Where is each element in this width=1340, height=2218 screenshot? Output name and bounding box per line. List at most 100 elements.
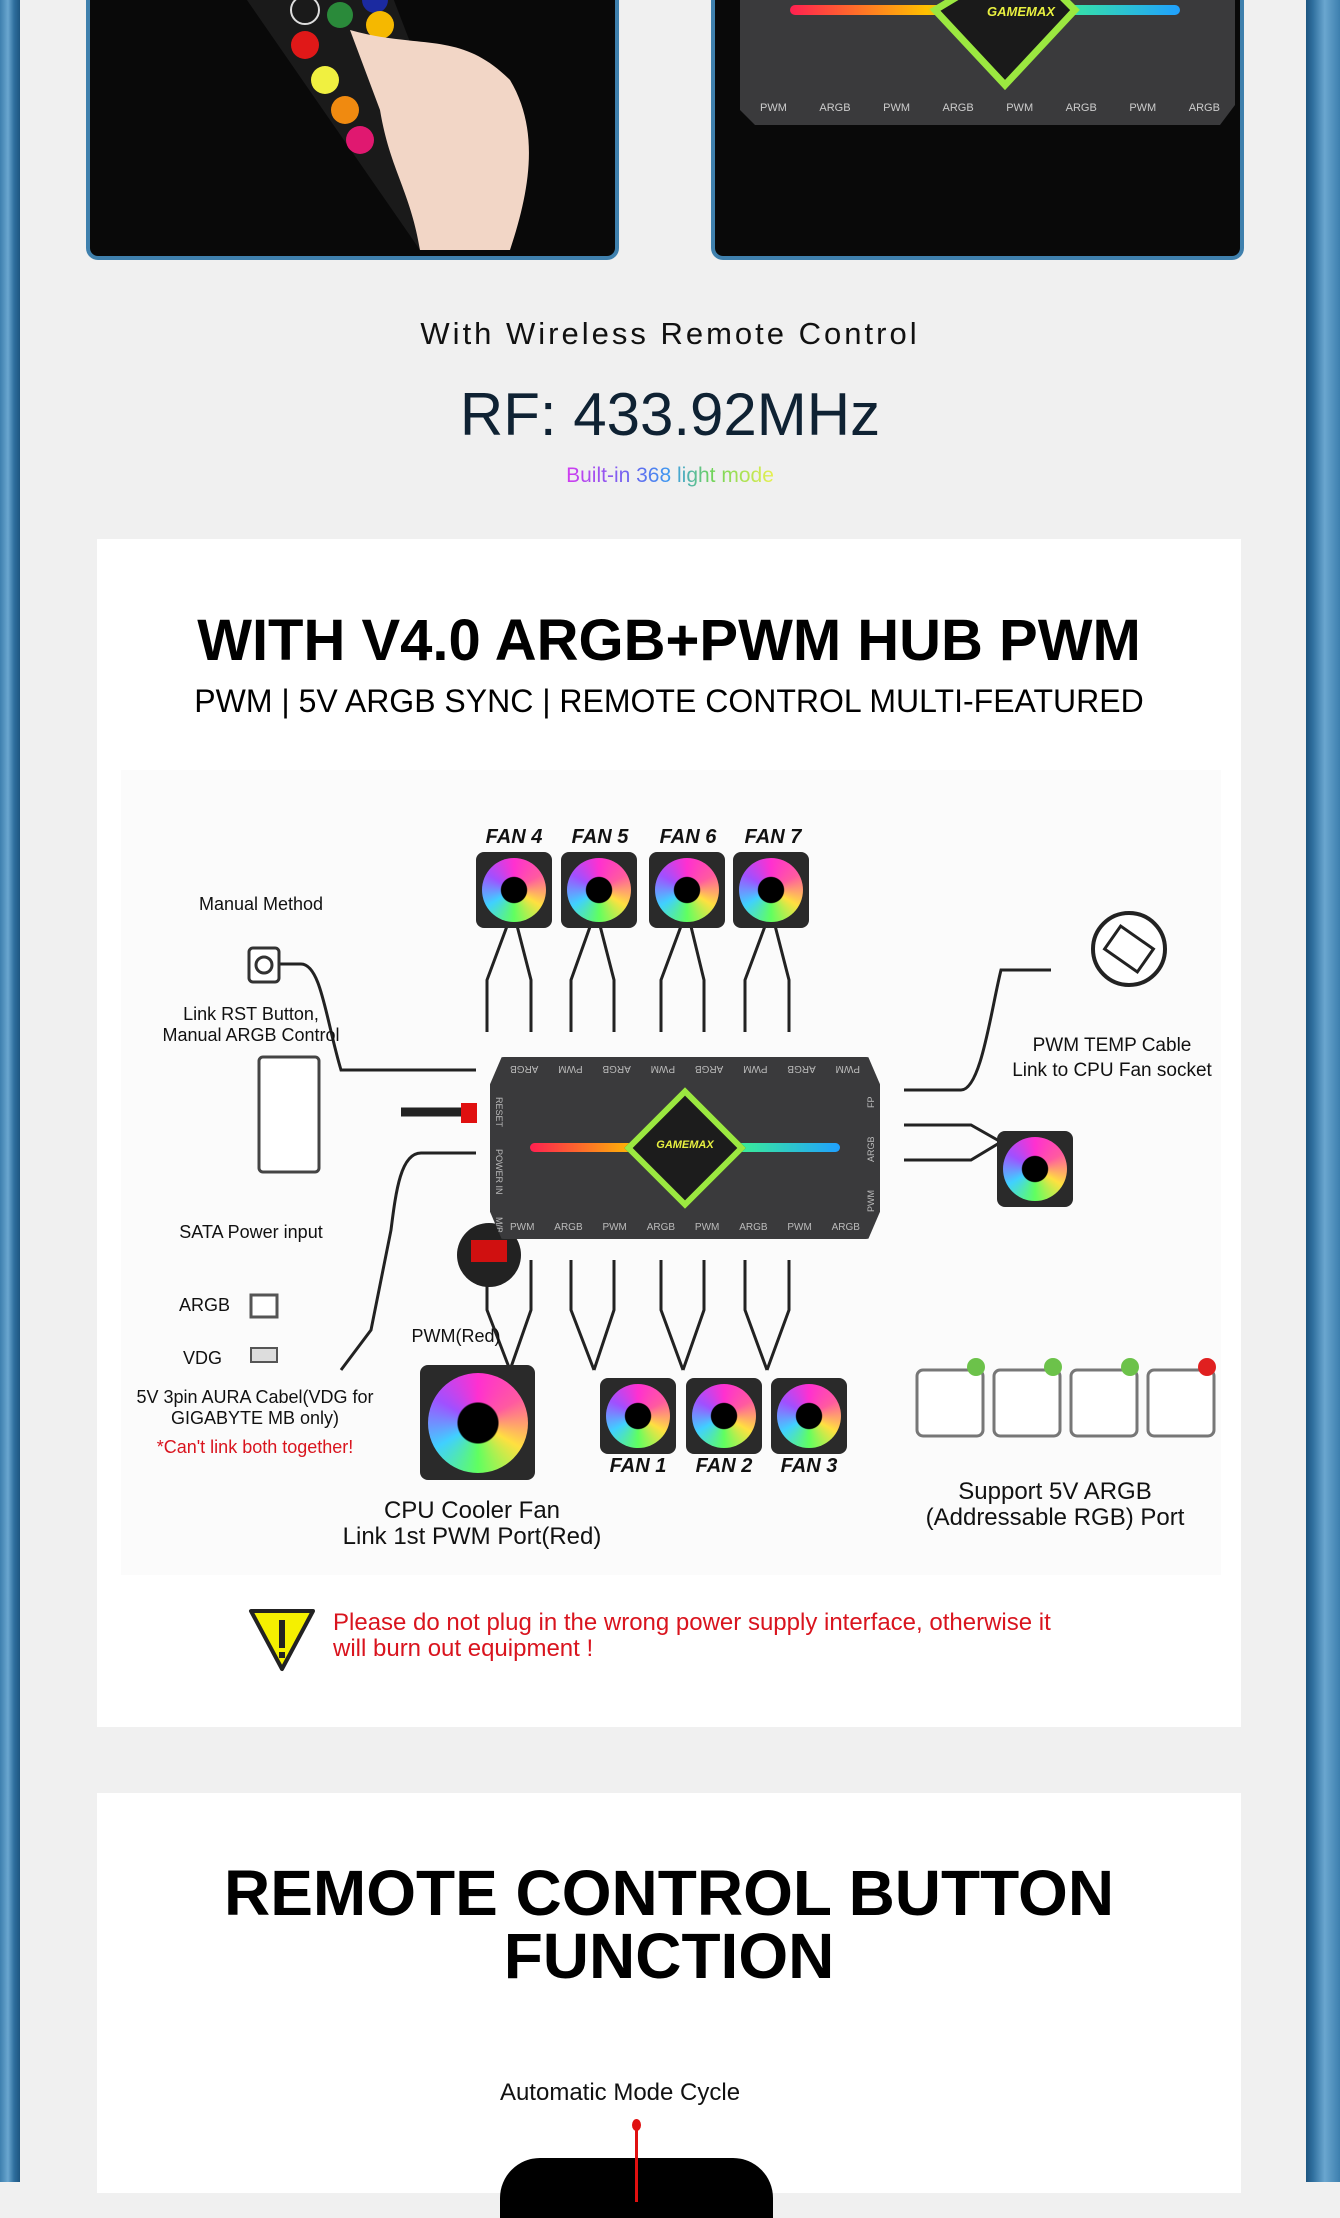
fan-5-label: FAN 5 (571, 826, 629, 848)
hub-top-ports: PWM ARGB PWM ARGB PWM ARGB PWM ARGB (510, 1063, 860, 1074)
port-label: ARGB (1188, 102, 1220, 114)
cant-link-warning: *Can't link both together! (156, 1437, 354, 1457)
hub-brand-logo: GAMEMAX (987, 4, 1056, 19)
port-label: PWM (602, 1222, 627, 1233)
hub-right-ports: PWM ARGB FP (866, 1097, 876, 1212)
rst-label-2: Manual ARGB Control (162, 1025, 340, 1045)
port-label: POWER IN (494, 1149, 504, 1195)
port-label: ARGB (819, 102, 851, 114)
hub-photo-card: GAMEMAX PWM ARGB PWM ARGB PWM ARGB PWM ARGB (711, 0, 1244, 260)
port-label: PWM (760, 102, 787, 114)
port-label: PWM (694, 1222, 720, 1233)
fan-4-label: FAN 4 (485, 826, 543, 848)
hub-section-title: WITH V4.0 ARGB+PWM HUB PWM (197, 608, 1141, 673)
hub-left-ports: RESET POWER IN M/B (494, 1097, 504, 1233)
warning-line-1: Please do not plug in the wrong power su… (333, 1609, 1051, 1636)
remote-section-panel: REMOTE CONTROL BUTTON FUNCTION Automatic… (97, 1793, 1241, 2218)
rst-label-1: Link RST Button, (183, 1004, 319, 1024)
cpu-fan-socket-icon (1091, 911, 1167, 987)
warning-line-2: will burn out equipment ! (333, 1634, 594, 1662)
right-frame-border (1306, 0, 1340, 2182)
wireless-heading: With Wireless Remote Control (420, 316, 920, 351)
argb-pwm-hub: PWM ARGB PWM ARGB PWM ARGB PWM ARGB PWM ARGB PWM A… (490, 1057, 880, 1239)
warning-triangle-icon (249, 1609, 315, 1671)
fan-3 (771, 1378, 847, 1454)
port-label: ARGB (1065, 102, 1097, 114)
fan-6 (649, 852, 725, 928)
rst-button-icon (247, 946, 281, 984)
left-frame-border (0, 0, 20, 2182)
pwm-red-label: PWM(Red) (411, 1326, 501, 1346)
auto-mode-label: Automatic Mode Cycle (499, 2079, 741, 2106)
callout-line (635, 2122, 638, 2202)
hub-brand-logo: GAMEMAX (656, 1139, 714, 1151)
port-label: PWM (650, 1063, 676, 1074)
hub-port-labels: PWM ARGB PWM ARGB PWM ARGB PWM ARGB (760, 102, 1220, 114)
port-label: FP (866, 1097, 876, 1109)
vdg-connector-icon (250, 1347, 278, 1363)
hub-section-panel: WITH V4.0 ARGB+PWM HUB PWM PWM | 5V ARGB… (97, 539, 1241, 1727)
fan-4 (476, 852, 552, 928)
manual-method-label: Manual Method (198, 894, 324, 914)
cables (247, 909, 1216, 1471)
port-label: PWM (1006, 102, 1034, 114)
port-label: ARGB (554, 1222, 583, 1233)
port-label: ARGB (787, 1063, 816, 1074)
argb-port-icons (915, 1368, 1216, 1438)
cpu-label-2: Link 1st PWM Port(Red) (342, 1523, 602, 1550)
port-label: RESET (494, 1097, 504, 1128)
port-label: ARGB (831, 1222, 860, 1233)
fan-2 (686, 1378, 762, 1454)
argb-label: ARGB (179, 1295, 231, 1315)
remote-photo-card (86, 0, 619, 260)
port-label: PWM (883, 102, 910, 114)
argb-support-label-2: (Addressable RGB) Port (925, 1504, 1185, 1531)
remote-hand-image (246, 0, 529, 250)
port-label: PWM (787, 1222, 812, 1233)
light-modes-caption: Built-in 368 light mode (0, 464, 1340, 488)
hub-image: GAMEMAX (740, 0, 1235, 125)
pwm-temp-label-2: Link to CPU Fan socket (1012, 1060, 1212, 1081)
fan-7 (733, 852, 809, 928)
remote-title-line-1: REMOTE CONTROL BUTTON (223, 1857, 1115, 1929)
fan-5 (561, 852, 637, 928)
port-label: PWM (866, 1190, 876, 1213)
rf-frequency: RF: 433.92MHz (459, 381, 881, 448)
port-label: ARGB (866, 1136, 876, 1163)
cpu-label-1: CPU Cooler Fan (383, 1497, 561, 1524)
port-label: PWM (1129, 102, 1157, 114)
port-label: ARGB (646, 1222, 676, 1233)
power-warning: Please do not plug in the wrong power su… (333, 1610, 1051, 1662)
port-label: M/B (494, 1216, 504, 1233)
port-label: ARGB (694, 1063, 724, 1074)
fan-1 (600, 1378, 676, 1454)
hub-section-subtitle: PWM | 5V ARGB SYNC | REMOTE CONTROL MULT… (194, 683, 1144, 719)
argb-support-label-1: Support 5V ARGB (958, 1478, 1152, 1505)
port-label: PWM (510, 1222, 535, 1233)
port-label: ARGB (510, 1063, 539, 1074)
callout-dot (632, 2119, 641, 2131)
port-label: PWM (558, 1063, 583, 1074)
vdg-label: VDG (183, 1348, 223, 1368)
fan-1-label: FAN 1 (609, 1455, 667, 1477)
sata-label: SATA Power input (179, 1222, 323, 1242)
port-label: PWM (835, 1063, 860, 1074)
aura-label-2: GIGABYTE MB only) (170, 1408, 340, 1428)
fan-3-label: FAN 3 (780, 1455, 838, 1477)
fan-6-label: FAN 6 (659, 826, 717, 848)
cpu-cooler-fan (420, 1365, 535, 1480)
right-argb-fan (997, 1131, 1073, 1207)
sata-connector-icon (257, 1055, 321, 1174)
fan-2-label: FAN 2 (695, 1455, 753, 1477)
port-label: ARGB (602, 1063, 631, 1074)
pwm-temp-label-1: PWM TEMP Cable (1032, 1035, 1192, 1056)
aura-label-1: 5V 3pin AURA Cabel(VDG for (136, 1387, 374, 1407)
argb-connector-icon (249, 1293, 279, 1319)
port-label: ARGB (739, 1222, 768, 1233)
port-label: PWM (743, 1063, 768, 1074)
hub-bottom-ports: PWM ARGB PWM ARGB PWM ARGB PWM ARGB (510, 1222, 860, 1233)
fan-7-label: FAN 7 (744, 826, 802, 848)
port-label: ARGB (942, 102, 974, 114)
remote-title-line-2: FUNCTION (503, 1920, 835, 1992)
